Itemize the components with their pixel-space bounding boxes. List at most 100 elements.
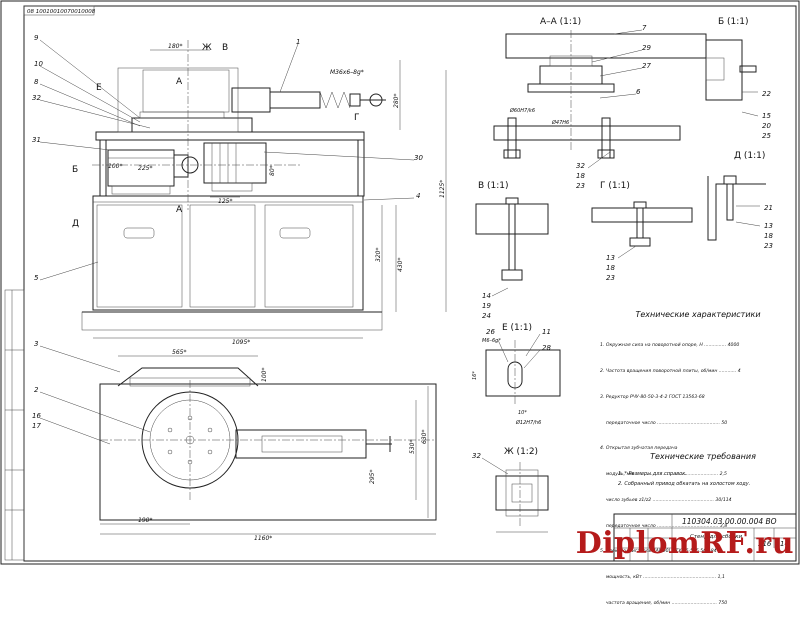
leader-e-26: 26 bbox=[486, 328, 495, 336]
section-title-e: Е (1:1) bbox=[502, 323, 532, 333]
section-title-zh: Ж (1:2) bbox=[504, 447, 538, 457]
leader-aa-7: 7 bbox=[642, 24, 647, 32]
front-dimensions: 180* М36х6–8g* 280* 100* 225* 80* 125* 1… bbox=[93, 43, 447, 346]
leader-9: 9 bbox=[34, 34, 39, 42]
leader-2: 2 bbox=[34, 386, 39, 394]
leader-aa-27: 27 bbox=[642, 62, 651, 70]
marker-b: Б bbox=[72, 165, 78, 175]
leader-5: 5 bbox=[34, 274, 39, 282]
leader-aa-18: 18 bbox=[576, 172, 585, 180]
tech-char-line: 1. Окружная сила на поворотной опоре, Н … bbox=[600, 343, 740, 349]
dim-280: 280* bbox=[393, 94, 400, 108]
marker-a-top: А bbox=[176, 77, 183, 87]
leader-aa-23: 23 bbox=[576, 182, 585, 190]
leader-v-24: 24 bbox=[482, 312, 491, 320]
section-b bbox=[705, 39, 759, 117]
leader-e-28: 28 bbox=[542, 344, 551, 352]
tech-req-line: 1. * Размеры для справок. bbox=[618, 471, 687, 477]
marker-g: Г bbox=[354, 113, 360, 123]
dim-100b: 100* bbox=[261, 368, 268, 382]
leader-zh-32: 32 bbox=[472, 452, 481, 460]
leader-g-18: 18 bbox=[606, 264, 615, 272]
front-leaders bbox=[39, 39, 415, 445]
leader-32: 32 bbox=[32, 94, 41, 102]
leader-v-19: 19 bbox=[482, 302, 491, 310]
leader-d-23: 23 bbox=[764, 242, 773, 250]
leader-g-23: 23 bbox=[606, 274, 615, 282]
marker-zh: Ж bbox=[202, 43, 212, 53]
drawing-frame bbox=[23, 5, 797, 562]
leader-e-11: 11 bbox=[542, 328, 551, 336]
leader-1: 1 bbox=[296, 38, 300, 46]
dim-180: 180* bbox=[168, 43, 182, 50]
dim-1095: 1095* bbox=[232, 339, 250, 346]
tech-req-title: Технические требования bbox=[650, 452, 756, 461]
leader-3: 3 bbox=[34, 340, 38, 348]
section-title-b: Б (1:1) bbox=[718, 17, 749, 27]
watermark-logo: DiplomRF.ru bbox=[575, 526, 794, 561]
tech-requirements: Технические требования 1. * Размеры для … bbox=[618, 452, 788, 489]
front-leader-numbers: 9 10 8 32 31 1 30 4 5 3 2 16 17 bbox=[32, 34, 423, 430]
tech-req-line: 2. Собранный привод обкатать на холостом… bbox=[618, 481, 751, 487]
leader-b-22: 22 bbox=[762, 90, 771, 98]
dim-295: 295* bbox=[369, 470, 376, 484]
dim-565: 565* bbox=[172, 349, 186, 356]
leader-aa-32: 32 bbox=[576, 162, 585, 170]
tech-char-line: 5. Электродвигатель 4АМ90L2 ТУ 16-525.56… bbox=[600, 549, 717, 555]
leader-10: 10 bbox=[34, 60, 43, 68]
stamp-sheet-b: 14 bbox=[780, 540, 789, 548]
dim-m36: М36х6–8g* bbox=[330, 69, 364, 76]
plan-view bbox=[99, 367, 437, 521]
leader-v-14: 14 bbox=[482, 292, 491, 300]
leader-31: 31 bbox=[32, 136, 41, 144]
tech-char-line: передаточное число .....................… bbox=[600, 523, 728, 529]
dim-320: 320* bbox=[375, 248, 382, 262]
leader-b-25: 25 bbox=[762, 132, 771, 140]
plan-dimensions: 565* 100* 190* 1160* 530* 630* 295* bbox=[100, 349, 436, 542]
marker-a-bottom: А bbox=[176, 205, 183, 215]
drawing-canvas: 08 10010010070010008 bbox=[0, 0, 800, 565]
tech-char-line: 3. Редуктор РЧУ-80-50-3-4-2 ГОСТ 13563-6… bbox=[600, 394, 705, 400]
sheet-border bbox=[0, 0, 800, 565]
stamp-name: Стенд для сборки bbox=[690, 534, 743, 540]
dim-430: 430* bbox=[397, 258, 404, 272]
section-leader-numbers: 7 29 27 6 32 18 23 22 15 20 25 21 13 18 … bbox=[472, 24, 773, 460]
leader-aa-29: 29 bbox=[642, 44, 651, 52]
section-title-v: В (1:1) bbox=[478, 181, 509, 191]
section-d bbox=[707, 175, 766, 241]
dim-e-12: Ø12Н7/h6 bbox=[515, 419, 541, 426]
leader-g-13: 13 bbox=[606, 254, 615, 262]
section-e: М6–6g* 16* 10* Ø12Н7/h6 bbox=[472, 333, 561, 426]
marker-v: В bbox=[222, 43, 228, 53]
dim-e-10: 10* bbox=[518, 410, 527, 416]
dim-80: 80* bbox=[269, 165, 276, 176]
section-g bbox=[591, 201, 693, 259]
marker-d: Д bbox=[72, 219, 79, 229]
section-v bbox=[475, 197, 549, 297]
tech-char-line: мощность, кВт ..........................… bbox=[600, 575, 725, 581]
leader-b-15: 15 bbox=[762, 112, 771, 120]
dim-100: 100* bbox=[108, 163, 122, 170]
tech-char-line: число зубьев z1/z2 .....................… bbox=[600, 497, 732, 503]
leader-b-20: 20 bbox=[762, 122, 771, 130]
corner-code: 08 10010010070010008 bbox=[27, 9, 96, 15]
section-title-d: Д (1:1) bbox=[734, 151, 765, 161]
dim-1125: 1125* bbox=[439, 180, 446, 198]
leader-17: 17 bbox=[32, 422, 41, 430]
leader-aa-6: 6 bbox=[636, 88, 641, 96]
tech-char-line: передаточное число .....................… bbox=[600, 420, 728, 426]
section-title-aa: А–А (1:1) bbox=[540, 17, 581, 27]
leader-d-13: 13 bbox=[764, 222, 773, 230]
front-view bbox=[81, 40, 386, 331]
section-zh bbox=[481, 457, 549, 533]
tech-char-line: частота вращения, об/мин ...............… bbox=[600, 601, 728, 606]
tech-char-title: Технические характеристики bbox=[635, 310, 761, 319]
dim-190: 190* bbox=[138, 517, 152, 524]
marker-e: Е bbox=[96, 83, 102, 93]
dim-aa2: Ø47Н6 bbox=[551, 119, 569, 126]
leader-d-18: 18 bbox=[764, 232, 773, 240]
title-block: 110304.03.00.00.004 ВО Стенд для сборки … bbox=[613, 513, 797, 562]
dim-e-m6: М6–6g* bbox=[482, 338, 501, 344]
dim-aa1: Ø60Н7/k6 bbox=[509, 107, 535, 114]
leader-8: 8 bbox=[34, 78, 39, 86]
